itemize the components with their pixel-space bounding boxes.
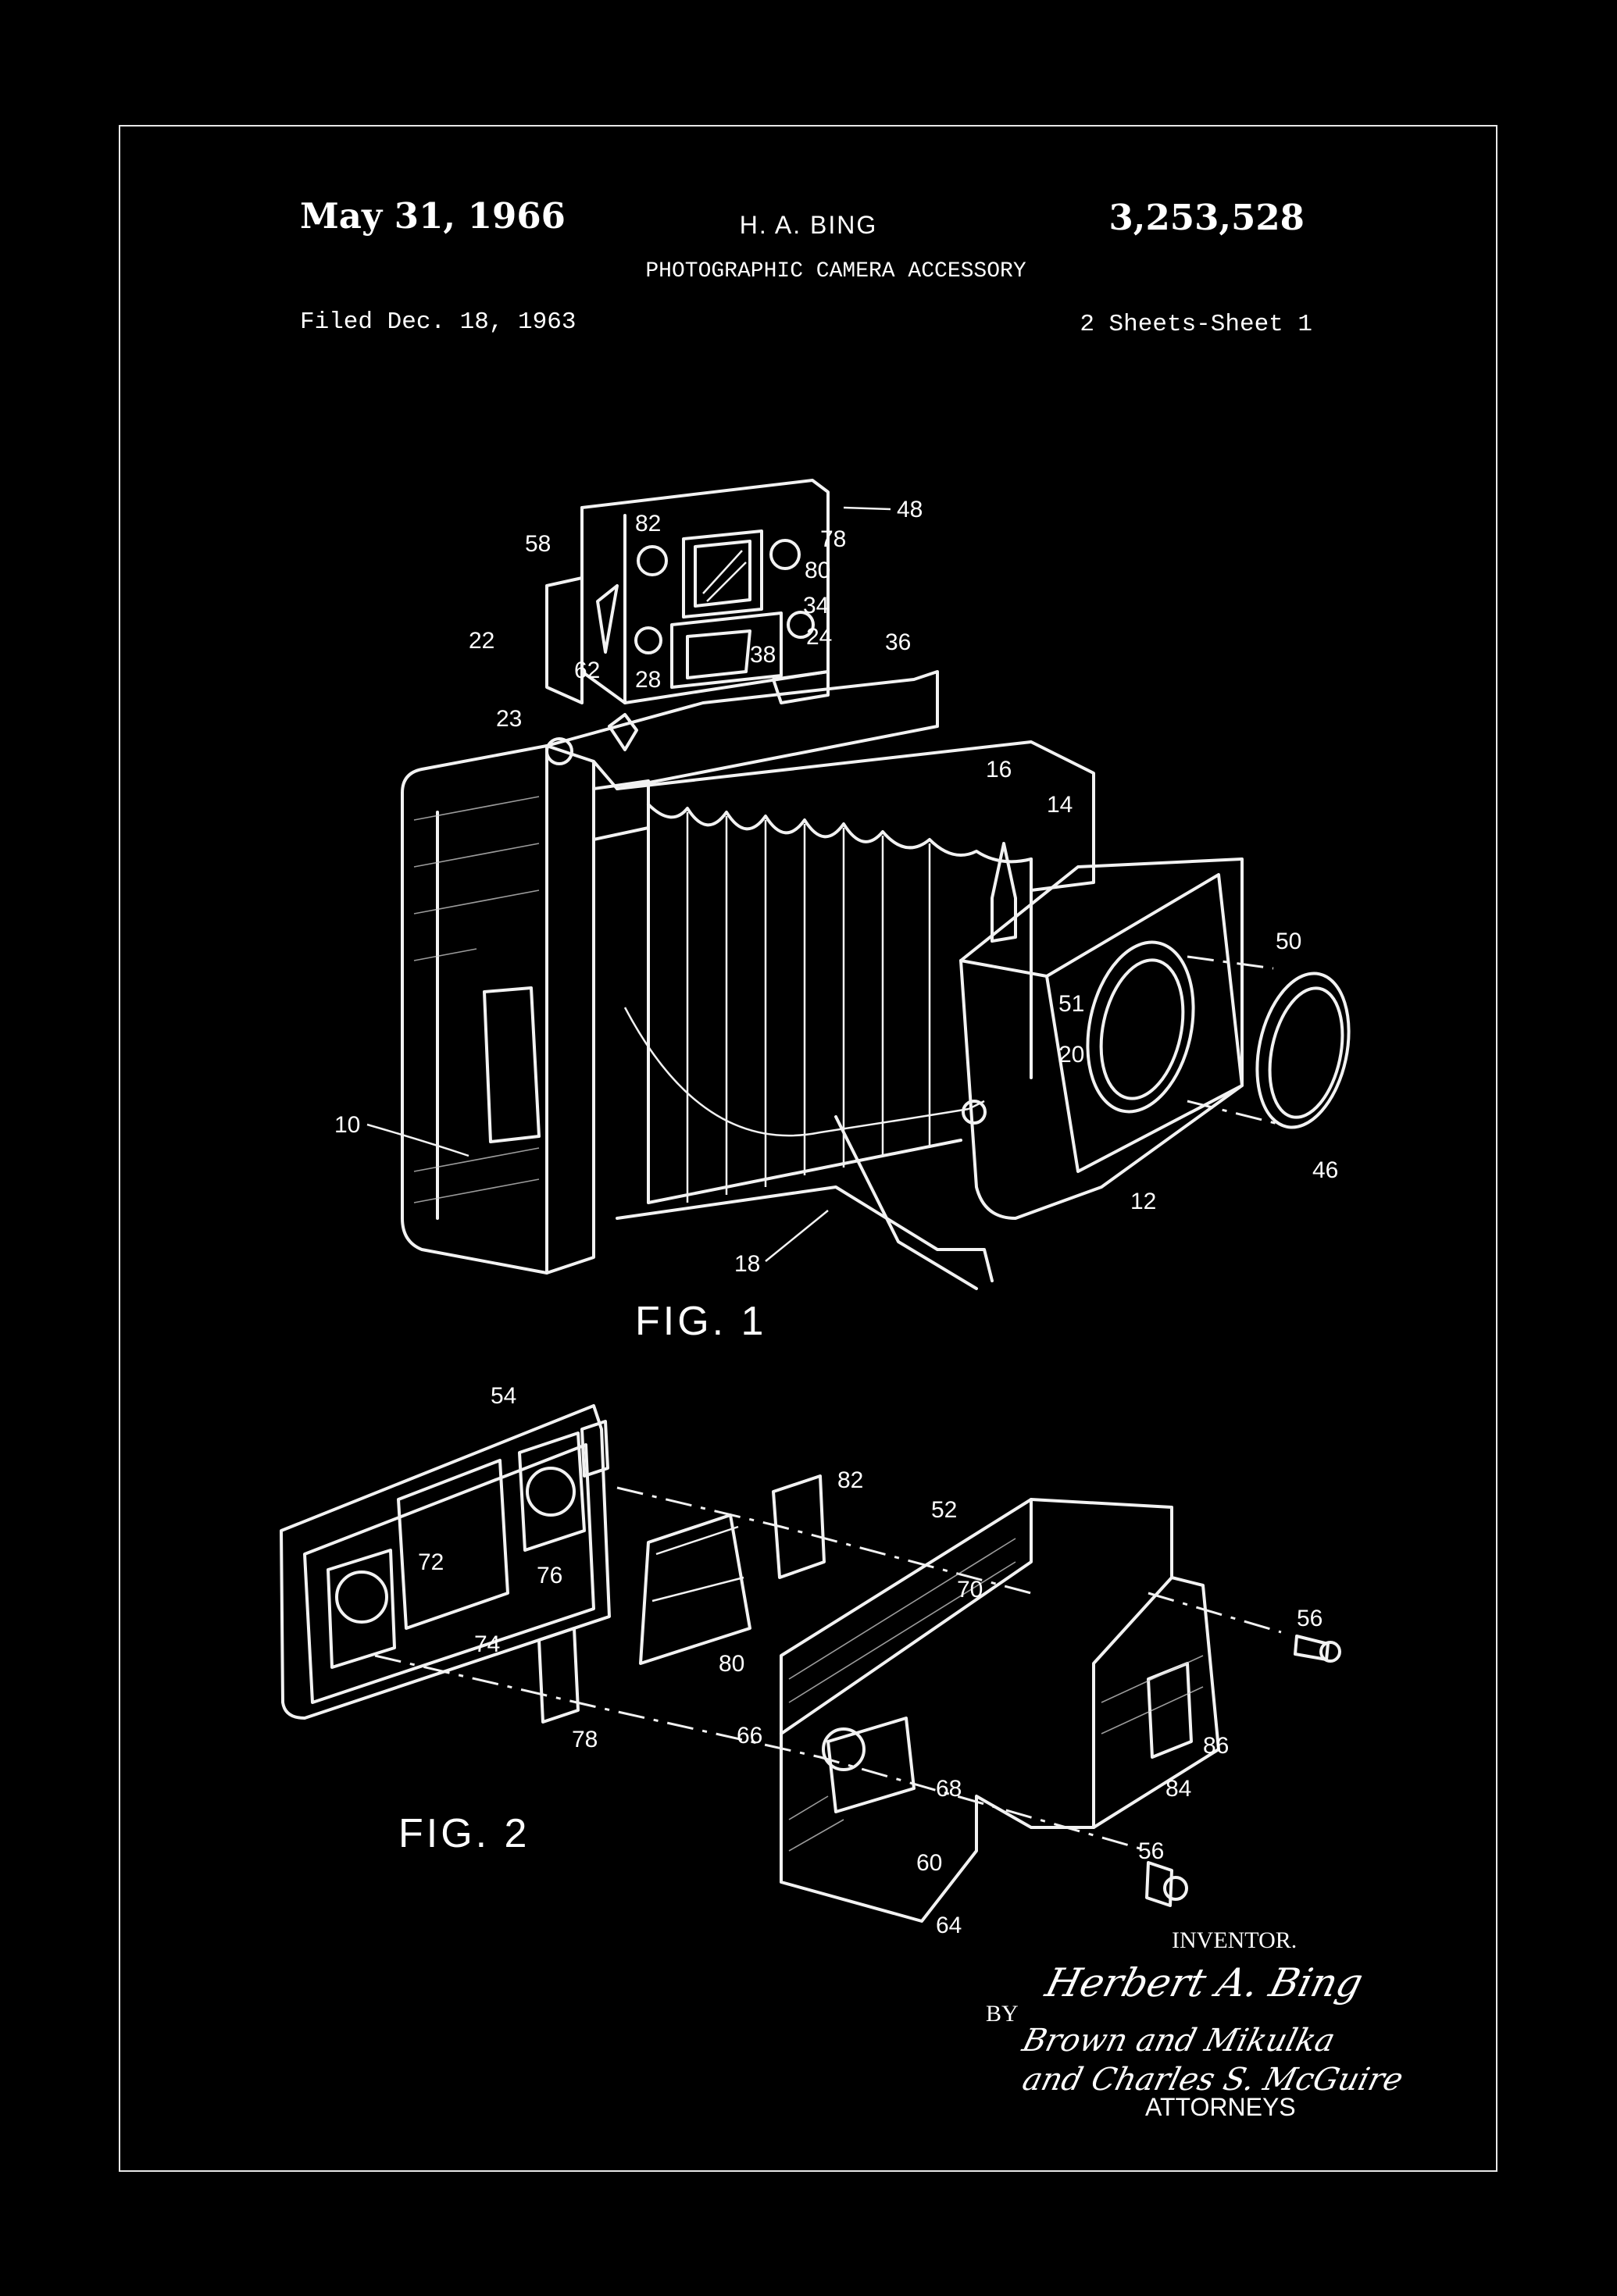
svg-text:36: 36 [885,629,911,655]
svg-text:28: 28 [635,667,661,693]
svg-text:50: 50 [1276,929,1301,954]
svg-text:70: 70 [957,1577,983,1603]
fig1-label: FIG. 1 [635,1299,767,1344]
svg-text:62: 62 [574,658,600,683]
inventor-header: H. A. BING [739,211,878,239]
filed-date: Filed Dec. 18, 1963 [300,308,576,336]
svg-text:72: 72 [418,1549,444,1575]
attorneys-label: ATTORNEYS [1145,2093,1296,2121]
svg-text:22: 22 [469,628,494,654]
by-label: BY [986,2001,1019,2027]
patent-title: PHOTOGRAPHIC CAMERA ACCESSORY [645,259,1026,283]
svg-text:20: 20 [1058,1042,1084,1068]
svg-text:34: 34 [803,593,829,619]
svg-text:23: 23 [496,706,522,732]
svg-text:84: 84 [1165,1776,1191,1802]
patent-number: 3,253,528 [1108,197,1305,238]
svg-text:68: 68 [936,1776,962,1802]
inventor-label: INVENTOR. [1172,1927,1298,1953]
svg-text:82: 82 [837,1467,863,1493]
inventor-signature: Herbert A. Bing [1041,1960,1368,2005]
svg-text:80: 80 [719,1651,744,1677]
svg-text:54: 54 [491,1383,516,1409]
fig1-reference-numerals: 48 82 78 58 80 34 22 62 28 38 24 36 23 1… [334,497,1338,1277]
svg-text:60: 60 [916,1850,942,1876]
svg-text:52: 52 [931,1497,957,1523]
sheet-count: 2 Sheets-Sheet 1 [1080,311,1312,338]
svg-text:46: 46 [1312,1157,1338,1183]
svg-text:76: 76 [537,1563,562,1588]
fig2-label: FIG. 2 [398,1811,530,1856]
svg-text:10: 10 [334,1112,360,1138]
svg-text:80: 80 [805,558,830,583]
svg-text:48: 48 [897,497,923,522]
svg-text:56: 56 [1138,1838,1164,1864]
svg-text:56: 56 [1297,1606,1323,1631]
svg-text:12: 12 [1130,1189,1156,1214]
svg-text:78: 78 [572,1727,598,1752]
fig2-reference-numerals: 54 82 52 72 76 70 56 74 80 78 66 86 68 8… [418,1383,1323,1938]
svg-text:38: 38 [750,642,776,668]
svg-text:74: 74 [474,1631,500,1657]
svg-text:14: 14 [1047,792,1073,818]
svg-text:58: 58 [525,531,551,557]
svg-text:24: 24 [806,624,832,650]
svg-text:64: 64 [936,1913,962,1938]
svg-text:51: 51 [1058,991,1084,1017]
svg-text:18: 18 [734,1251,760,1277]
svg-text:82: 82 [635,511,661,537]
fig1-camera-drawing [401,479,1351,1290]
attorney-signature-1: Brown and Mikulka [1019,2023,1339,2059]
patent-date: May 31, 1966 [300,195,566,237]
fig2-exploded-drawing [280,1404,1341,1923]
border-frame [119,125,1497,2172]
svg-text:16: 16 [986,757,1012,783]
svg-text:78: 78 [820,526,846,552]
svg-text:66: 66 [737,1723,762,1749]
svg-text:86: 86 [1203,1733,1229,1759]
